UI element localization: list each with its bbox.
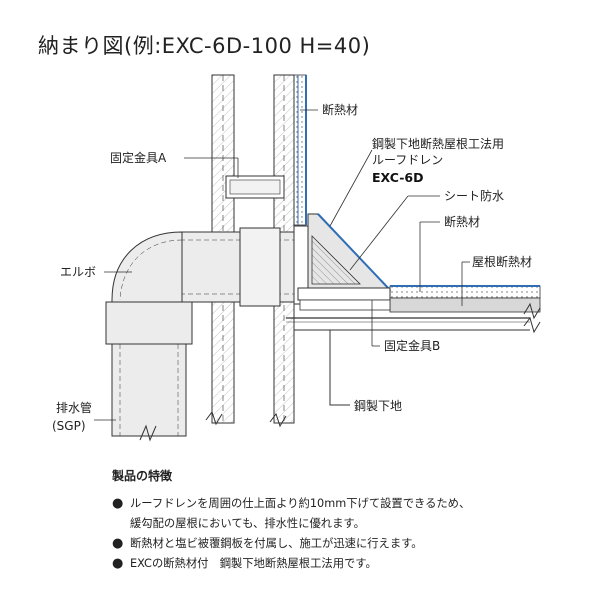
vertical-insulation	[293, 74, 307, 226]
bullet-icon: ●	[112, 536, 124, 551]
feature-item: ● 断熱材と塩ビ被覆鋼板を付属し、施工が迅速に行えます。	[112, 534, 582, 554]
label-bracket-a: 固定金具A	[110, 150, 167, 165]
label-steel-base: 鋼製下地	[354, 399, 402, 413]
label-product-line1: 鋼製下地断熱屋根工法用	[372, 136, 504, 151]
label-elbow: エルボ	[60, 265, 96, 279]
label-bracket-b: 固定金具B	[384, 338, 440, 353]
label-insulation-top: 断熱材	[322, 102, 358, 117]
feature-text: 断熱材と塩ビ被覆鋼板を付属し、施工が迅速に行えます。	[130, 537, 423, 550]
label-drain-pipe-line1: 排水管	[56, 400, 92, 415]
label-drain-pipe-line2: (SGP)	[52, 419, 86, 433]
bullet-icon: ●	[112, 496, 124, 511]
feature-text: EXCの断熱材付 鋼製下地断熱屋根工法用です。	[130, 557, 377, 570]
horizontal-pipe	[179, 227, 296, 307]
bullet-icon: ●	[112, 556, 124, 571]
bracket-a	[225, 175, 285, 199]
elbow	[105, 231, 193, 345]
label-model: EXC-6D	[372, 170, 423, 185]
product-features: 製品の特徴 ● ルーフドレンを周囲の仕上面より約10mm下げて設置できるため、 …	[112, 466, 582, 574]
label-sheet: シート防水	[444, 188, 504, 203]
roof-layers	[286, 285, 541, 323]
features-heading: 製品の特徴	[112, 469, 173, 483]
roof-drain-body	[293, 213, 392, 305]
label-product-line2: ルーフドレン	[372, 153, 443, 167]
page-title: 納まり図(例:EXC-6D-100 H=40)	[38, 34, 371, 58]
label-insulation-mid: 断熱材	[444, 214, 480, 229]
feature-item: ● ルーフドレンを周囲の仕上面より約10mm下げて設置できるため、 緩勾配の屋根…	[112, 494, 582, 534]
feature-text: ルーフドレンを周囲の仕上面より約10mm下げて設置できるため、 緩勾配の屋根にお…	[130, 497, 471, 530]
label-roof-insulation: 屋根断熱材	[472, 254, 532, 269]
steel-base	[294, 316, 541, 406]
vertical-drain-pipe	[111, 343, 187, 442]
feature-item: ● EXCの断熱材付 鋼製下地断熱屋根工法用です。	[112, 554, 582, 574]
leader-lines	[94, 109, 470, 421]
